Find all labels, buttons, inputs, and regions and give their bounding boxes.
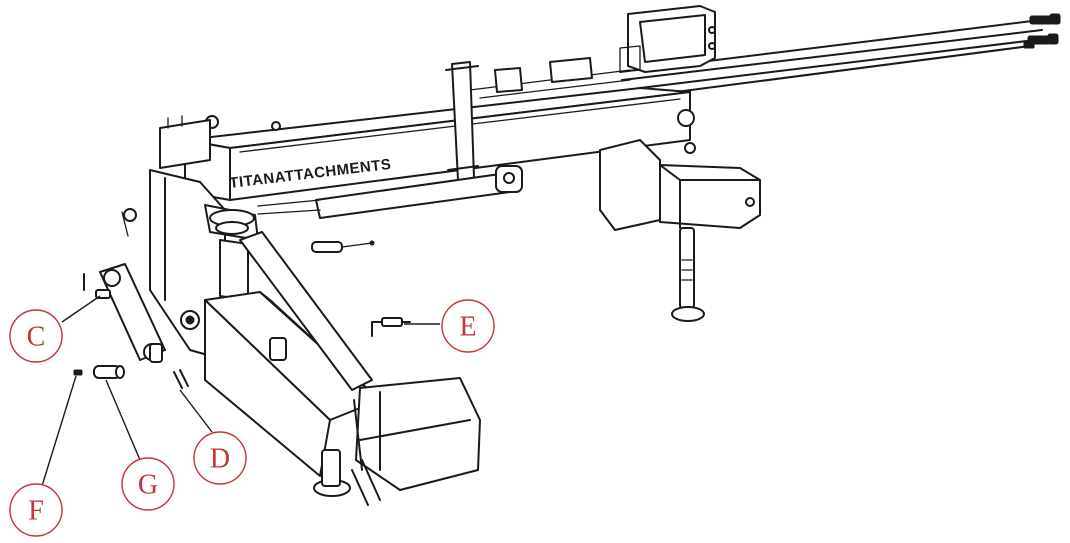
callout-g-label: G bbox=[138, 470, 158, 501]
hose-holder-bracket bbox=[619, 5, 716, 73]
callout-f-label: F bbox=[28, 496, 44, 527]
callout-g: G bbox=[105, 379, 175, 511]
callout-f: F bbox=[9, 375, 77, 537]
part-e-pin bbox=[371, 317, 411, 337]
callout-d: D bbox=[179, 389, 247, 485]
hydraulic-cylinder bbox=[257, 165, 523, 219]
part-d-pin bbox=[149, 343, 189, 389]
callout-d-label: D bbox=[210, 444, 230, 475]
lower-arm bbox=[204, 231, 389, 477]
callout-c-label: C bbox=[27, 322, 46, 353]
hose-coupler bbox=[1023, 13, 1061, 49]
pin-part-upper bbox=[311, 240, 375, 253]
callout-c: C bbox=[9, 295, 101, 363]
part-g-sleeve bbox=[93, 365, 125, 379]
part-f-pin bbox=[73, 369, 83, 376]
rear-hitch-jack bbox=[599, 109, 761, 322]
callout-e-label: E bbox=[459, 312, 476, 343]
callout-e: E bbox=[404, 299, 495, 353]
hydraulic-hoses bbox=[469, 13, 1061, 99]
cutting-head bbox=[313, 377, 481, 506]
